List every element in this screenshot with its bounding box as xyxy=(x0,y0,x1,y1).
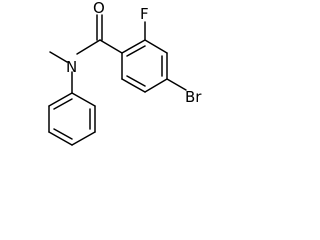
bond-carbonyl-c-n xyxy=(76,39,101,55)
bond-phenyl-inner-2 xyxy=(53,128,73,140)
structure-canvas: O F N Br xyxy=(48,0,202,146)
bromine-label: Br xyxy=(185,88,202,106)
bond-ring-inner-1 xyxy=(126,45,146,57)
bond-carbonyl-c-ring xyxy=(99,39,123,54)
bond-phenyl-p6-p1 xyxy=(48,92,73,107)
bond-phenyl-p4-p5 xyxy=(48,131,73,146)
bond-ring-c2-c3 xyxy=(144,39,168,54)
bond-n-methyl xyxy=(49,51,68,63)
bond-ring-c1-c2 xyxy=(121,39,146,54)
nitrogen-label: N xyxy=(66,58,77,76)
structure-diagram: O F N Br xyxy=(48,0,202,146)
oxygen-label: O xyxy=(93,0,105,17)
bond-c4-br xyxy=(166,78,187,91)
bond-phenyl-p3-p4 xyxy=(71,131,96,146)
fluorine-label: F xyxy=(140,5,149,23)
bond-phenyl-inner-3 xyxy=(53,98,73,110)
bond-ring-inner-3 xyxy=(126,75,146,87)
bond-ring-c5-c6 xyxy=(121,78,146,93)
bond-phenyl-p1-p2 xyxy=(71,92,96,107)
bond-ring-c4-c5 xyxy=(144,78,168,93)
